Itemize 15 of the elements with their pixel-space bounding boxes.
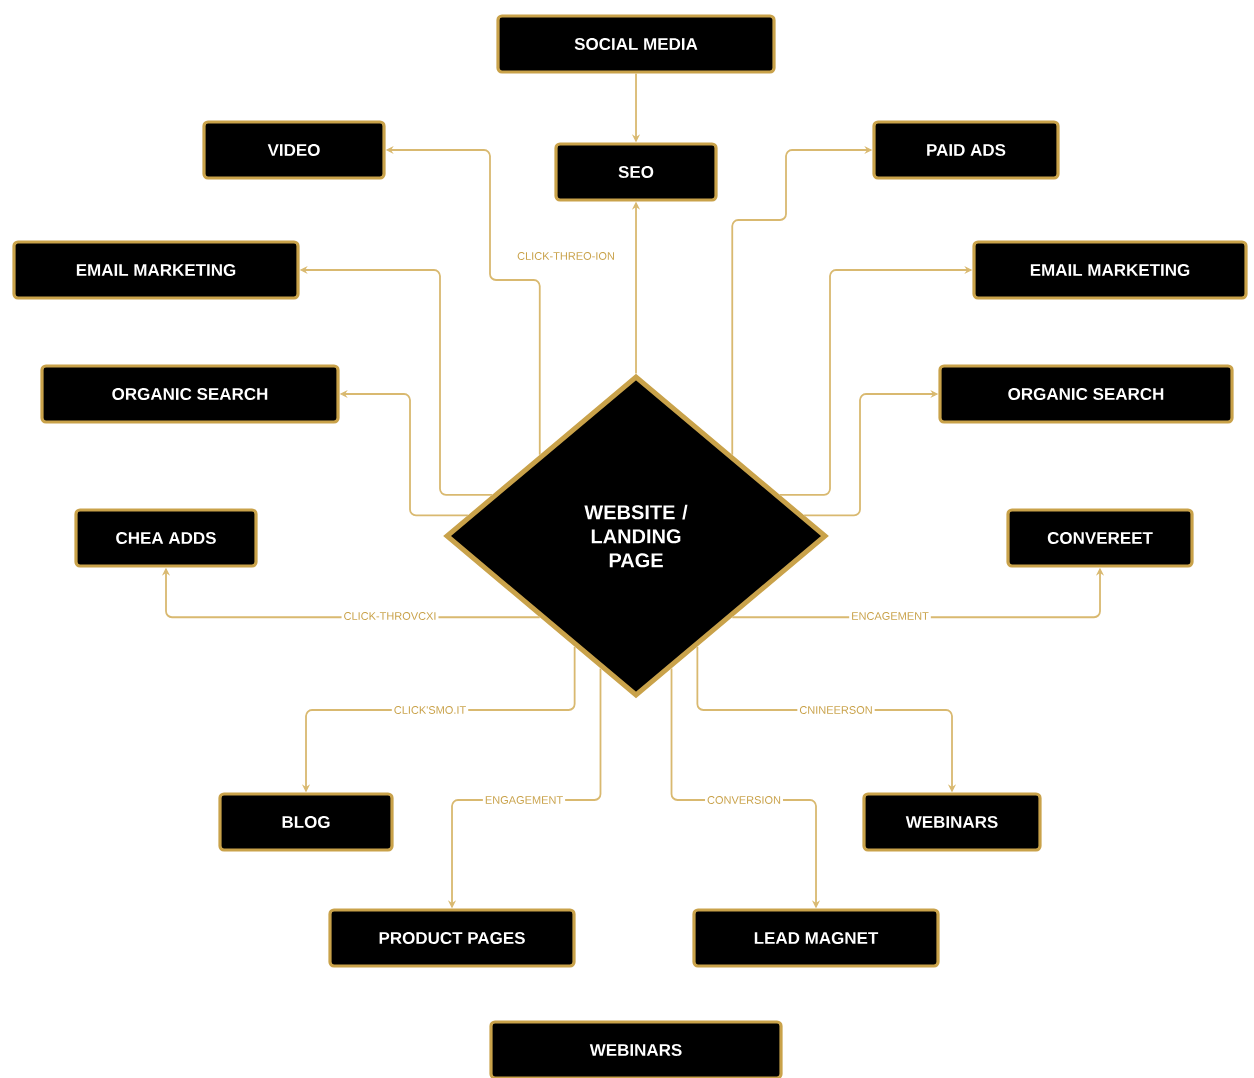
label-box: PAID ADS: [872, 120, 1060, 180]
label-box: LEAD MAGNET: [692, 908, 940, 968]
label-box: WEBINARS: [862, 792, 1042, 852]
label-box: SEO: [554, 142, 718, 202]
label-box: SOCIAL MEDIA: [496, 14, 776, 74]
label-box: ORGANIC SEARCH: [40, 364, 340, 424]
label-box: CONVEREET: [1006, 508, 1194, 568]
label-box: WEBINARS: [489, 1020, 783, 1078]
label-box: EMAIL MARKETING: [12, 240, 300, 300]
label-box: BLOG: [218, 792, 394, 852]
label-box: PRODUCT PAGES: [328, 908, 576, 968]
label-box: ORGANIC SEARCH: [938, 364, 1234, 424]
label-box: CHEA ADDS: [74, 508, 258, 568]
label-box: EMAIL MARKETING: [972, 240, 1248, 300]
label-box: VIDEO: [202, 120, 386, 180]
